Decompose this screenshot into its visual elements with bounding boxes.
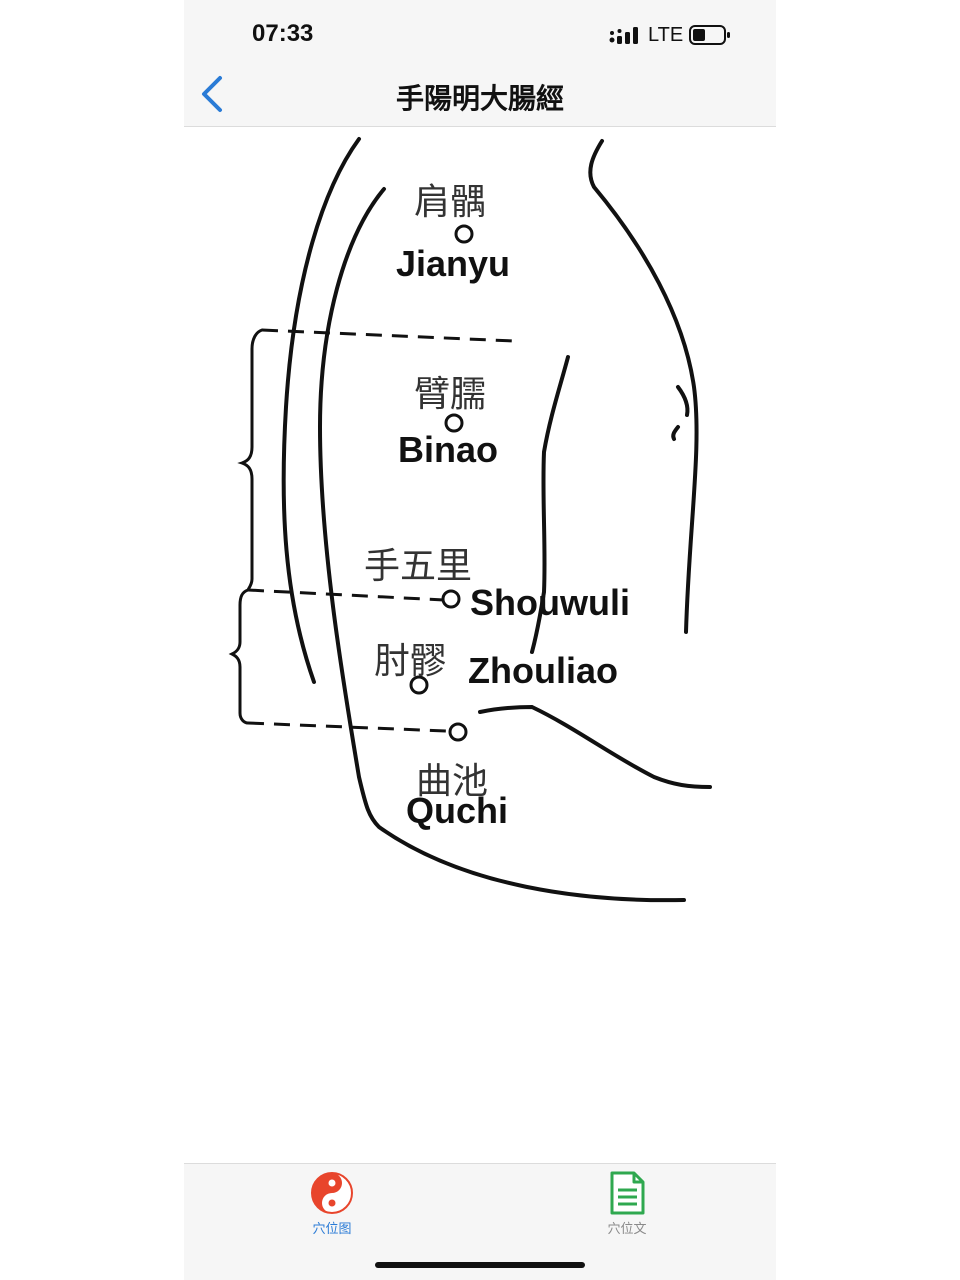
document-icon	[610, 1171, 645, 1215]
back-button[interactable]	[194, 72, 234, 116]
acupoint-diagram-area: 肩髃 Jianyu 臂臑 Binao 手五里 Shouwuli 肘髎 Zhoul…	[184, 127, 776, 1163]
status-time: 07:33	[252, 20, 314, 47]
acupoint-cn-label: 曲池	[416, 761, 489, 802]
acupoint-cn-label: 臂臑	[414, 374, 487, 415]
chevron-left-icon	[202, 76, 222, 112]
acupoint-marker-shouwuli	[441, 589, 461, 609]
tab-label: 穴位图	[312, 1222, 352, 1237]
acupoint-marker-quchi	[448, 722, 468, 742]
yin-yang-icon	[311, 1172, 353, 1214]
network-type: LTE	[648, 24, 684, 46]
acupoint-cn-label: 手五里	[364, 546, 473, 587]
acupoint-en-label: Zhouliao	[468, 650, 618, 691]
acupoint-cn-label: 肘髎	[374, 641, 447, 682]
battery-icon	[689, 25, 730, 45]
arm-outline-drawing	[228, 137, 712, 903]
phone-screen: 07:33 LTE 手陽明大腸經	[184, 0, 776, 1280]
acupoint-en-label: Quchi	[406, 790, 509, 831]
acupoint-en-label: Binao	[398, 429, 499, 470]
acupoint-cn-label: 肩髃	[414, 182, 487, 223]
acupoint-marker-binao	[444, 413, 464, 433]
acupoint-en-label: Shouwuli	[470, 582, 630, 623]
tab-bar: 穴位图 穴位文	[184, 1163, 776, 1280]
page-title: 手陽明大腸經	[395, 82, 564, 115]
tab-label: 穴位文	[607, 1222, 647, 1237]
home-indicator[interactable]	[375, 1262, 585, 1268]
acupoint-marker-zhouliao	[409, 675, 429, 695]
tab-acupoint-chart[interactable]: 穴位图	[272, 1170, 392, 1240]
tab-acupoint-text[interactable]: 穴位文	[567, 1170, 687, 1240]
status-bar: 07:33 LTE	[184, 0, 776, 60]
acupoint-marker-jianyu	[454, 224, 474, 244]
navigation-bar: 手陽明大腸經	[184, 60, 776, 127]
signal-icon	[609, 27, 638, 44]
acupoint-en-label: Jianyu	[396, 243, 511, 284]
